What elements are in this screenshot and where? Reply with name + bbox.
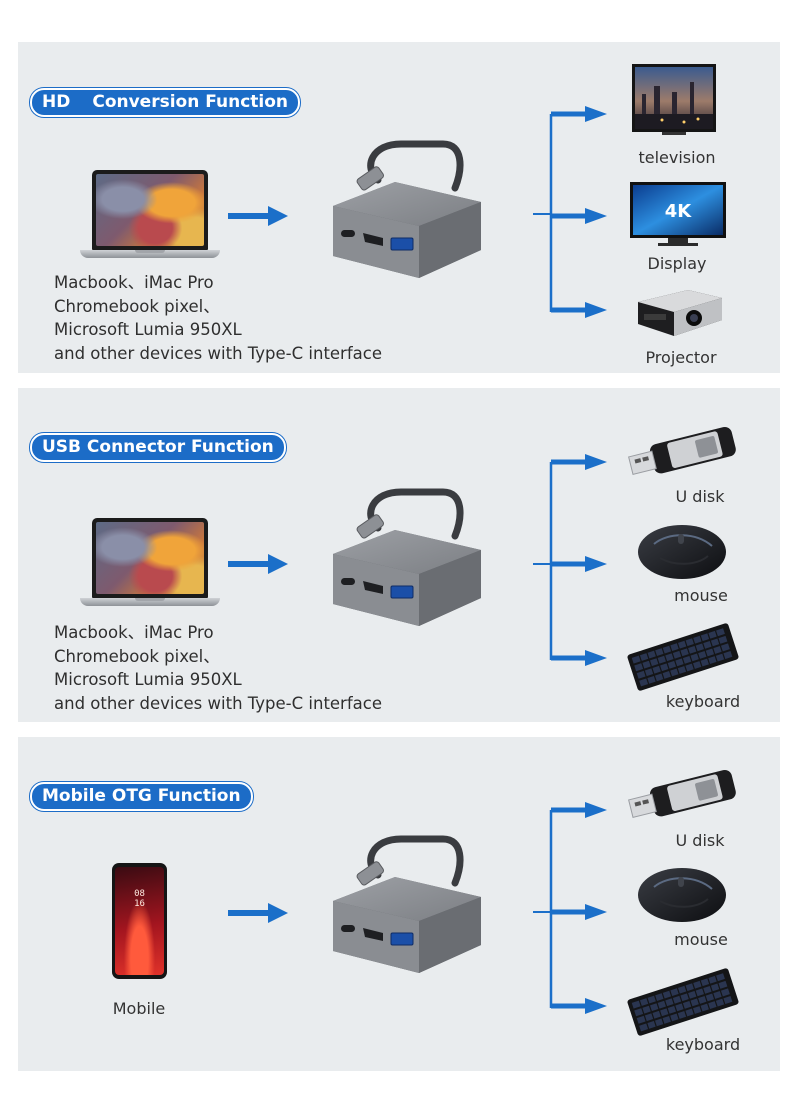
- usb-c-hub-icon: [323, 138, 493, 288]
- output-label-mouse: mouse: [674, 586, 728, 605]
- keyboard-icon: [627, 623, 739, 691]
- source-line: Macbook、iMac Pro: [54, 623, 214, 642]
- source-line: and other devices with Type-C interface: [54, 693, 382, 713]
- phone-clock-hour: 08: [134, 889, 145, 899]
- arrow-right-icon: [228, 903, 288, 923]
- branch-arrows: [533, 802, 607, 1014]
- panel-title-usb-connector: USB Connector Function: [30, 433, 286, 462]
- source-line: Chromebook pixel、: [54, 646, 220, 666]
- output-label-television: television: [638, 148, 716, 167]
- arrow-right-icon: [228, 554, 288, 574]
- usb-c-hub-icon: [323, 833, 493, 983]
- laptop-icon: [80, 170, 220, 260]
- television-icon: [632, 64, 716, 135]
- usb-c-hub-icon: [323, 486, 493, 636]
- source-line: Chromebook pixel、: [54, 296, 220, 316]
- output-label-keyboard: keyboard: [665, 1035, 741, 1054]
- output-label-keyboard: keyboard: [665, 692, 741, 711]
- panel-title-hd-conversion: HD Conversion Function: [30, 88, 301, 117]
- display-badge-text: 4K: [665, 201, 693, 222]
- keyboard-icon: [627, 968, 739, 1036]
- output-label-u-disk: U disk: [675, 487, 725, 506]
- smartphone-icon: 08 16: [112, 863, 167, 979]
- title-part-conversion: Conversion Function: [92, 92, 289, 112]
- branch-arrows: [533, 106, 607, 318]
- source-line: and other devices with Type-C interface: [54, 343, 382, 363]
- source-label-mobile: Mobile: [112, 999, 166, 1018]
- output-label-mouse: mouse: [674, 930, 728, 949]
- hd-conversion-panel: HD Conversion Function Macbook、iMac Pro C…: [18, 42, 780, 373]
- projector-icon: [638, 290, 722, 336]
- output-label-display: Display: [647, 254, 707, 273]
- source-devices-text: Macbook、iMac Pro Chromebook pixel、 Micro…: [54, 621, 382, 715]
- panel-title-mobile-otg: Mobile OTG Function: [30, 782, 253, 811]
- usb-connector-panel: USB Connector Function Macbook、iMac Pro …: [18, 388, 780, 722]
- laptop-icon: [80, 518, 220, 608]
- mobile-otg-panel: Mobile OTG Function 08 16 Mobile U disk: [18, 737, 780, 1071]
- source-line: Microsoft Lumia 950XL: [54, 320, 242, 339]
- mouse-icon: [638, 525, 726, 579]
- output-label-u-disk: U disk: [675, 831, 725, 850]
- usb-flash-drive-icon: [628, 426, 736, 476]
- mouse-icon: [638, 868, 726, 922]
- title-part-hd: HD: [42, 92, 71, 112]
- source-line: Macbook、iMac Pro: [54, 273, 214, 292]
- source-devices-text: Macbook、iMac Pro Chromebook pixel、 Micro…: [54, 271, 382, 365]
- display-icon: 4K: [630, 182, 726, 246]
- source-line: Microsoft Lumia 950XL: [54, 670, 242, 689]
- usb-flash-drive-icon: [628, 769, 736, 819]
- arrow-right-icon: [228, 206, 288, 226]
- output-label-projector: Projector: [645, 348, 717, 367]
- phone-clock-minute: 16: [134, 899, 145, 909]
- branch-arrows: [533, 454, 607, 666]
